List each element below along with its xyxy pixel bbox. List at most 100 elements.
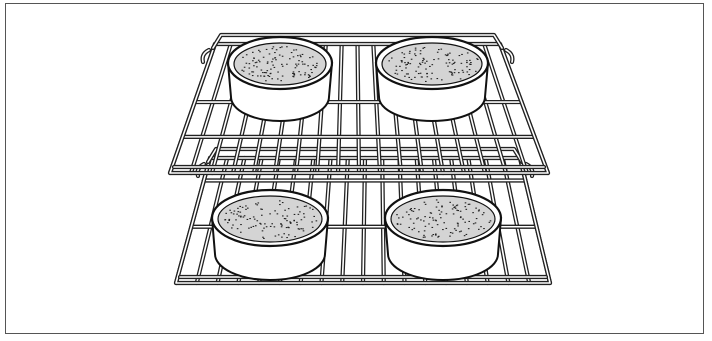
batter-speckle bbox=[297, 206, 299, 207]
batter-speckle bbox=[466, 60, 468, 61]
cake-pan bbox=[385, 190, 501, 280]
batter-speckle bbox=[422, 60, 424, 61]
batter-speckle bbox=[245, 205, 247, 206]
batter-speckle bbox=[255, 225, 257, 226]
batter-speckle bbox=[411, 59, 413, 60]
batter-speckle bbox=[441, 206, 443, 207]
batter-speckle bbox=[454, 228, 456, 229]
batter-speckle bbox=[247, 208, 249, 209]
batter-speckle bbox=[437, 52, 439, 53]
batter-speckle bbox=[452, 208, 454, 209]
batter-speckle bbox=[424, 63, 426, 64]
batter-speckle bbox=[266, 226, 268, 227]
batter-speckle bbox=[301, 219, 303, 220]
batter-speckle bbox=[316, 65, 318, 66]
batter-speckle bbox=[408, 227, 410, 228]
batter-speckle bbox=[397, 224, 399, 225]
batter-speckle bbox=[244, 67, 246, 68]
batter-speckle bbox=[408, 77, 410, 78]
batter-speckle bbox=[274, 210, 276, 211]
batter-speckle bbox=[422, 62, 424, 63]
batter-speckle bbox=[253, 58, 255, 59]
batter-speckle bbox=[398, 217, 400, 218]
batter-speckle bbox=[459, 231, 461, 232]
batter-speckle bbox=[423, 237, 425, 238]
batter-speckle bbox=[452, 64, 454, 65]
batter-speckle bbox=[259, 51, 261, 52]
batter-speckle bbox=[435, 235, 437, 236]
batter-speckle bbox=[418, 231, 420, 232]
cake-batter bbox=[218, 196, 322, 242]
batter-speckle bbox=[248, 228, 250, 229]
batter-speckle bbox=[455, 230, 457, 231]
batter-speckle bbox=[397, 74, 399, 75]
batter-speckle bbox=[245, 209, 247, 210]
batter-speckle bbox=[260, 75, 262, 76]
batter-speckle bbox=[450, 232, 452, 233]
batter-speckle bbox=[391, 58, 393, 59]
batter-speckle bbox=[410, 218, 412, 219]
batter-speckle bbox=[249, 68, 251, 69]
batter-speckle bbox=[238, 211, 240, 212]
batter-speckle bbox=[425, 81, 427, 82]
batter-speckle bbox=[468, 221, 470, 222]
batter-speckle bbox=[415, 55, 417, 56]
batter-speckle bbox=[461, 63, 463, 64]
batter-speckle bbox=[243, 217, 245, 218]
batter-speckle bbox=[289, 58, 291, 59]
batter-speckle bbox=[431, 78, 433, 79]
batter-speckle bbox=[280, 47, 282, 48]
batter-speckle bbox=[435, 234, 437, 235]
batter-speckle bbox=[225, 213, 227, 214]
batter-speckle bbox=[431, 235, 433, 236]
batter-speckle bbox=[454, 72, 456, 73]
batter-speckle bbox=[420, 53, 422, 54]
batter-speckle bbox=[293, 220, 295, 221]
batter-speckle bbox=[281, 226, 283, 227]
batter-speckle bbox=[298, 60, 300, 61]
batter-speckle bbox=[466, 62, 468, 63]
batter-speckle bbox=[473, 223, 475, 224]
cake-pan bbox=[212, 190, 328, 280]
batter-speckle bbox=[406, 212, 408, 213]
batter-speckle bbox=[242, 207, 244, 208]
batter-speckle bbox=[304, 74, 306, 75]
batter-speckle bbox=[279, 204, 281, 205]
batter-speckle bbox=[264, 76, 266, 77]
batter-speckle bbox=[420, 64, 422, 65]
batter-speckle bbox=[415, 50, 417, 51]
batter-speckle bbox=[304, 206, 306, 207]
batter-speckle bbox=[240, 212, 242, 213]
batter-speckle bbox=[489, 222, 491, 223]
batter-speckle bbox=[480, 226, 482, 227]
batter-speckle bbox=[313, 216, 315, 217]
batter-speckle bbox=[253, 216, 255, 217]
batter-speckle bbox=[284, 210, 286, 211]
batter-speckle bbox=[402, 217, 404, 218]
batter-speckle bbox=[261, 215, 263, 216]
batter-speckle bbox=[428, 223, 430, 224]
batter-speckle bbox=[414, 53, 416, 54]
batter-speckle bbox=[278, 234, 280, 235]
batter-speckle bbox=[446, 228, 448, 229]
batter-speckle bbox=[452, 60, 454, 61]
batter-speckle bbox=[476, 58, 478, 59]
batter-speckle bbox=[433, 220, 435, 221]
batter-speckle bbox=[452, 205, 454, 206]
batter-speckle bbox=[282, 215, 284, 216]
batter-speckle bbox=[267, 63, 269, 64]
batter-speckle bbox=[455, 208, 457, 209]
batter-speckle bbox=[297, 55, 299, 56]
batter-speckle bbox=[423, 220, 425, 221]
batter-speckle bbox=[417, 217, 419, 218]
batter-speckle bbox=[424, 237, 426, 238]
batter-speckle bbox=[446, 213, 448, 214]
batter-speckle bbox=[457, 210, 459, 211]
batter-speckle bbox=[240, 216, 242, 217]
batter-speckle bbox=[441, 211, 443, 212]
batter-speckle bbox=[271, 78, 273, 79]
batter-speckle bbox=[275, 236, 277, 237]
batter-speckle bbox=[299, 211, 301, 212]
batter-speckle bbox=[232, 225, 234, 226]
batter-speckle bbox=[298, 71, 300, 72]
